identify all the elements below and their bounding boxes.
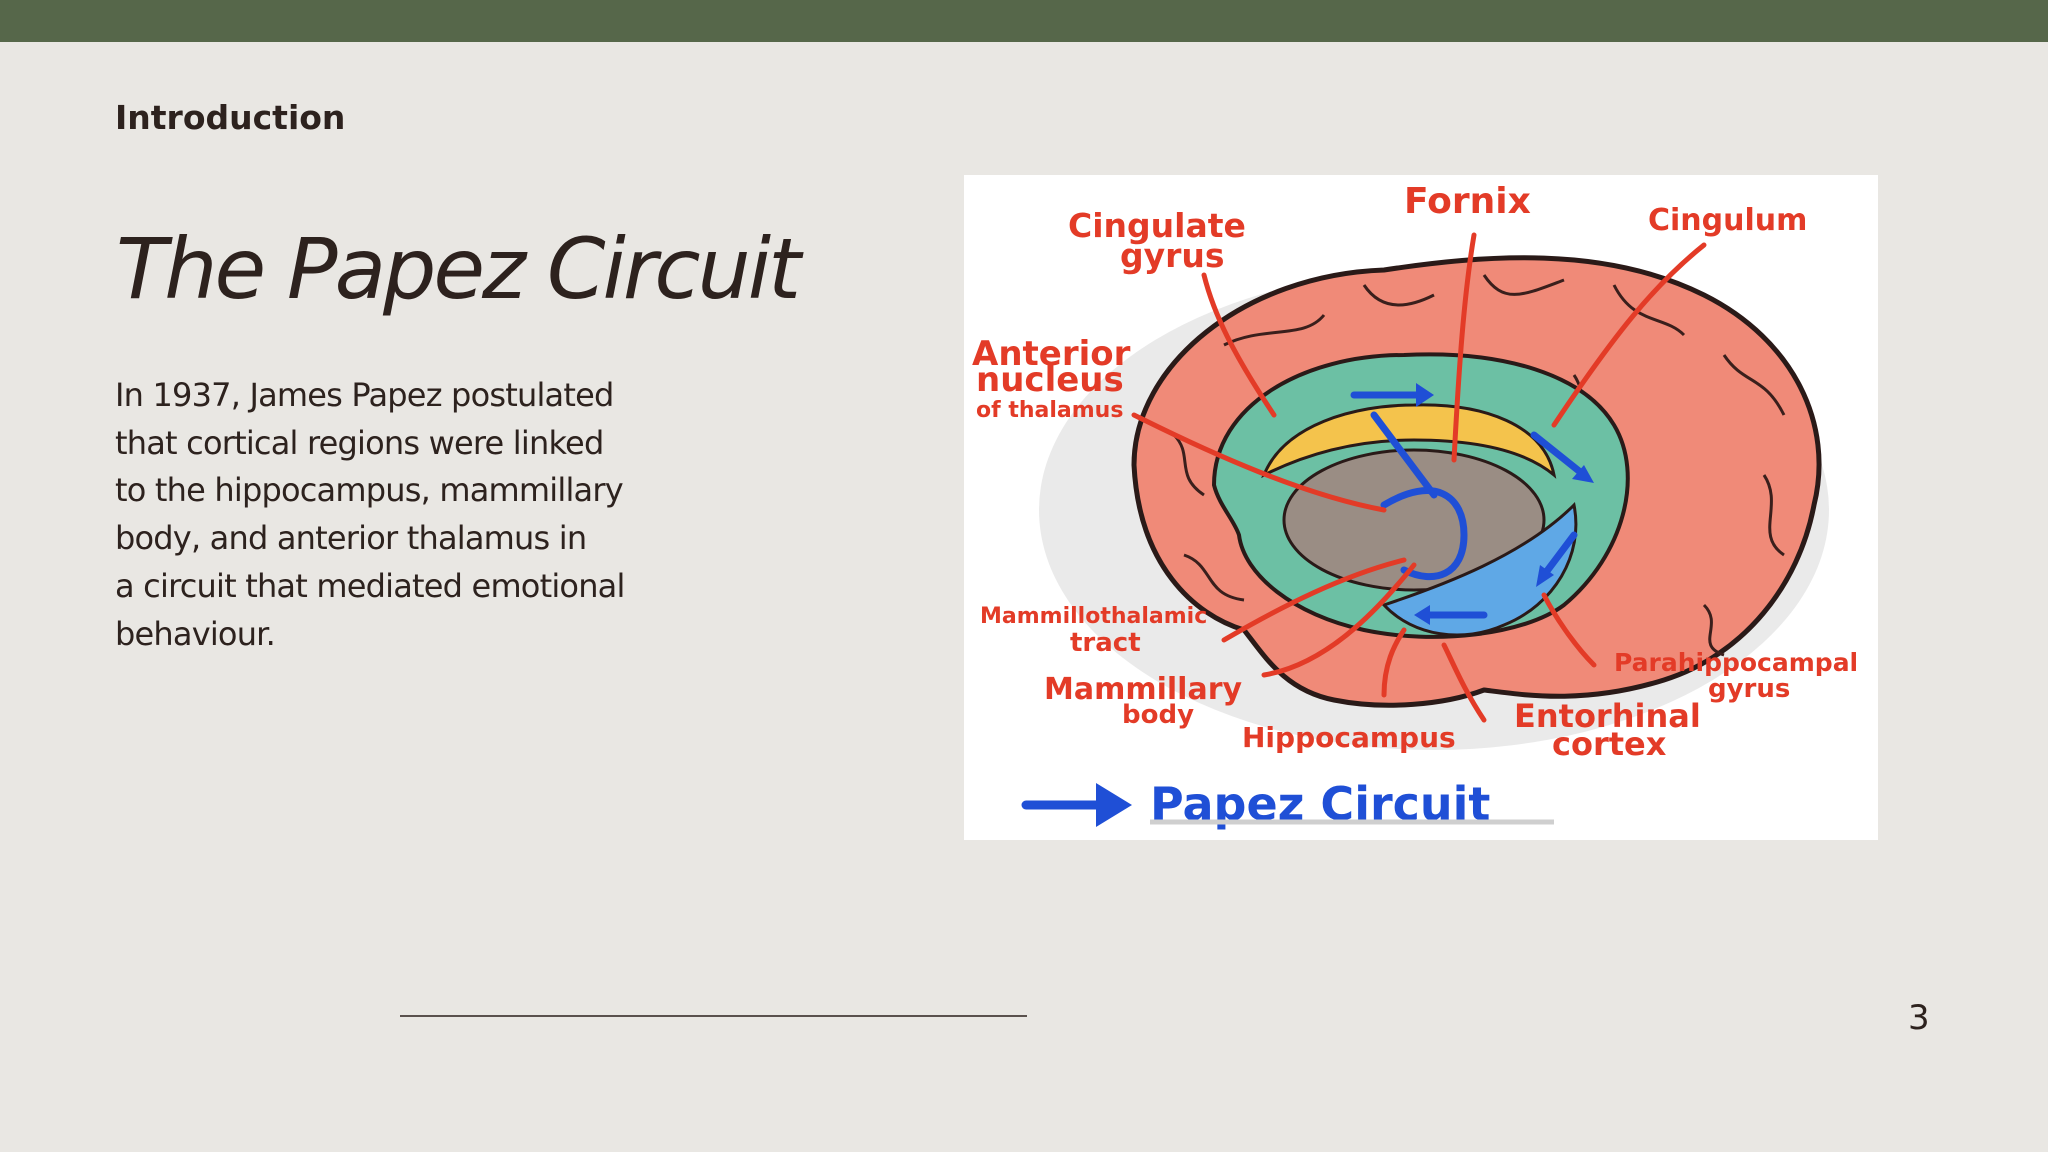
label-cingulate-gyrus-line1: Cingulate <box>1068 206 1246 245</box>
label-anterior-nucleus-line1: Anterior <box>972 334 1131 374</box>
page-number: 3 <box>1908 998 1930 1038</box>
label-pointers <box>1131 232 1707 723</box>
label-fornix: Fornix <box>1404 181 1531 222</box>
papez-circuit-figure: Fornix Cingulate gyrus Cingulum Anterior… <box>964 175 1878 840</box>
body-line: body, and anterior thalamus in <box>115 519 587 558</box>
body-line: behaviour. <box>115 614 276 653</box>
label-cingulum: Cingulum <box>1648 203 1807 238</box>
label-parahippocampal-gyrus-line1: Parahippocampal <box>1614 648 1858 677</box>
footer-divider <box>400 1015 1027 1017</box>
slide-title: The Papez Circuit <box>116 220 801 318</box>
label-hippocampus: Hippocampus <box>1242 721 1456 754</box>
label-entorhinal-cortex-line1: Entorhinal <box>1514 697 1701 735</box>
label-anterior-nucleus-line2: nucleus <box>976 360 1124 400</box>
label-cingulate-gyrus-line2: gyrus <box>1120 236 1225 275</box>
section-label: Introduction <box>115 98 346 137</box>
label-anterior-nucleus-line3: of thalamus <box>976 398 1123 423</box>
label-mammillothalamic-line2: tract <box>1070 628 1141 658</box>
legend-arrow-icon <box>1021 783 1132 827</box>
label-mammillary-body-line1: Mammillary <box>1044 672 1243 707</box>
body-line: a circuit that mediated emotional <box>115 566 625 605</box>
body-text: In 1937, James Papez postulated that cor… <box>115 372 675 658</box>
circuit-arrows <box>1350 391 1588 619</box>
thalamus <box>1282 448 1546 592</box>
body-line: In 1937, James Papez postulated <box>115 376 614 414</box>
corpus-callosum <box>1261 403 1557 479</box>
brain-diagram: Fornix Cingulate gyrus Cingulum Anterior… <box>972 181 1858 831</box>
circuit-arrowheads <box>1414 383 1594 625</box>
top-bar <box>0 0 2048 42</box>
label-mammillary-body-line2: body <box>1122 700 1194 730</box>
hippocampus-region <box>1381 501 1578 637</box>
label-mammillothalamic-line1: Mammillothalamic <box>980 604 1207 629</box>
body-line: that cortical regions were linked <box>115 423 604 462</box>
label-entorhinal-cortex-line2: cortex <box>1552 725 1667 763</box>
label-parahippocampal-gyrus-line2: gyrus <box>1708 674 1790 704</box>
body-line: to the hippocampus, mammillary <box>115 471 624 510</box>
